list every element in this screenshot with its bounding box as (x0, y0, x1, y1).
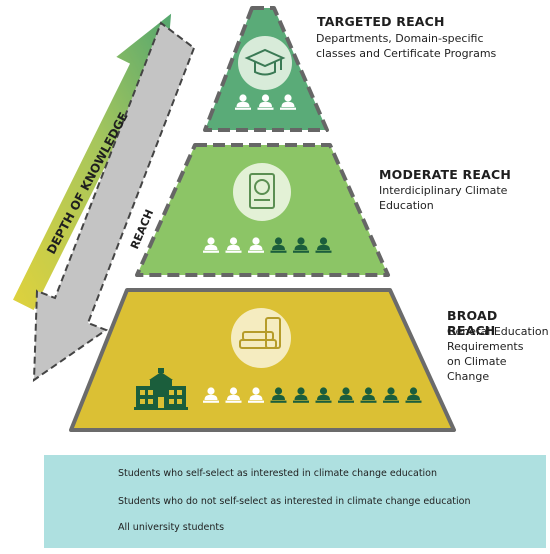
legend-item-self-select: Students who self-select as interested i… (58, 464, 437, 482)
tier-title-moderate: MODERATE REACH (379, 167, 511, 182)
book-stack-icon (231, 308, 291, 368)
globe-book-icon (233, 163, 291, 221)
legend-label-not-self-select: Students who do not self-select as inter… (118, 495, 471, 507)
legend-item-not-self-select: Students who do not self-select as inter… (58, 492, 470, 510)
tier-desc-targeted: Departments, Domain-specific classes and… (316, 32, 497, 60)
tier-title-targeted: TARGETED REACH (317, 14, 445, 29)
legend: Students who self-select as interested i… (44, 455, 546, 548)
graduation-cap-icon (238, 36, 292, 90)
legend-label-self-select: Students who self-select as interested i… (118, 467, 438, 479)
tier-desc-moderate: Interdiciplinary Climate Education (379, 184, 508, 212)
legend-item-university: All university students (58, 517, 224, 537)
tier-title-broad: BROAD REACH (447, 308, 498, 338)
reach-arrow (32, 21, 196, 382)
university-icon (134, 368, 188, 410)
tier-desc-broad: General Education Requirements on Climat… (447, 325, 549, 383)
legend-label-university: All university students (118, 521, 225, 533)
